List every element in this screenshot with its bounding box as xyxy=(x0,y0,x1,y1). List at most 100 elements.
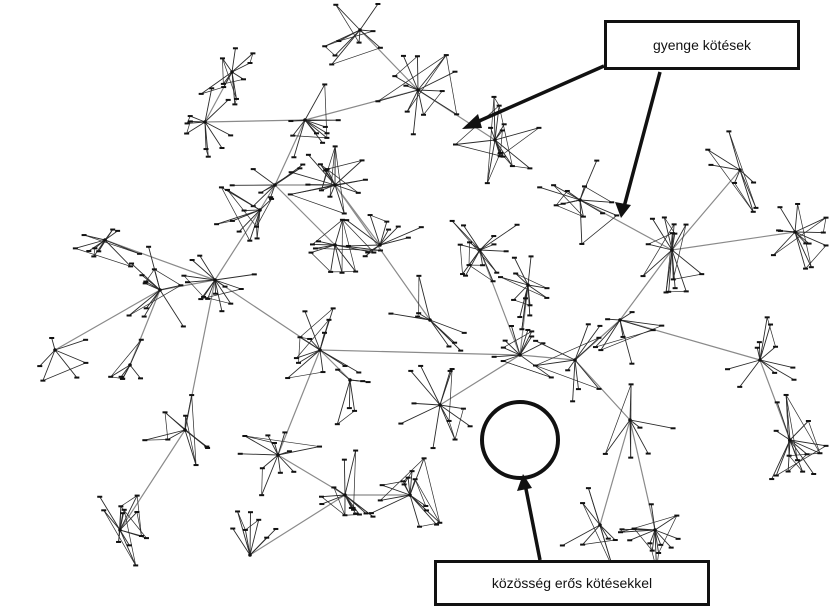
strong-tie-edge xyxy=(321,496,346,516)
strong-tie-edge xyxy=(287,349,321,379)
strong-tie-edge xyxy=(654,529,672,548)
strong-tie-edge xyxy=(794,203,799,233)
network-node xyxy=(180,325,186,328)
strong-tie-edge xyxy=(337,410,355,425)
network-node xyxy=(137,252,143,255)
network-node xyxy=(269,197,275,200)
network-node xyxy=(129,262,135,265)
strong-tie-edge xyxy=(338,30,374,42)
strong-tie-edge xyxy=(183,275,204,298)
strong-tie-edge xyxy=(553,184,581,201)
network-node xyxy=(418,226,424,229)
network-node xyxy=(335,119,341,122)
network-node xyxy=(750,210,756,213)
network-node xyxy=(628,456,634,459)
weak-tie-edge xyxy=(249,494,346,556)
strong-tie-edge xyxy=(400,404,441,424)
hub-node xyxy=(758,358,762,362)
network-node xyxy=(353,449,359,452)
network-node xyxy=(356,371,362,374)
strong-tie-edge xyxy=(259,198,272,211)
strong-tie-edge xyxy=(333,487,374,517)
network-node xyxy=(467,425,473,428)
strong-tie-edge xyxy=(39,349,56,367)
weak-tie-edge xyxy=(671,231,796,251)
strong-tie-edge xyxy=(739,169,754,183)
network-node xyxy=(342,364,348,367)
strong-tie-edge xyxy=(658,515,678,554)
network-node xyxy=(770,254,776,257)
strong-tie-edge xyxy=(204,121,231,136)
strong-tie-edge xyxy=(739,359,761,388)
strong-tie-edge xyxy=(200,279,216,300)
strong-tie-edge xyxy=(787,453,808,472)
network-node xyxy=(725,368,731,371)
strong-tie-edge xyxy=(353,450,356,510)
strong-tie-edge xyxy=(465,249,481,276)
network-node xyxy=(609,201,615,204)
strong-tie-edge xyxy=(654,515,678,531)
cluster xyxy=(308,218,383,274)
network-node xyxy=(320,371,326,374)
cluster xyxy=(97,494,149,567)
network-node xyxy=(288,120,294,123)
strong-tie-edge xyxy=(562,524,601,546)
network-node xyxy=(800,470,806,473)
cluster xyxy=(126,245,186,328)
strong-tie-edge xyxy=(256,209,261,227)
network-node xyxy=(596,387,602,390)
network-node xyxy=(291,156,297,159)
strong-tie-edge xyxy=(409,494,427,511)
network-node xyxy=(228,302,234,305)
network-node xyxy=(235,510,241,513)
network-node xyxy=(658,543,664,546)
network-node xyxy=(416,525,422,528)
strong-tie-edge xyxy=(789,439,815,475)
strong-tie-edge xyxy=(382,484,411,496)
network-node xyxy=(596,336,602,339)
network-node xyxy=(421,113,427,116)
strong-tie-edge xyxy=(319,349,324,373)
network-node xyxy=(286,450,292,453)
strong-tie-edge xyxy=(454,408,464,440)
network-node xyxy=(805,419,811,422)
network-node xyxy=(247,511,253,514)
strong-tie-edge xyxy=(104,239,131,267)
network-node xyxy=(648,503,654,506)
strong-tie-edge xyxy=(249,209,261,241)
strong-tie-edge xyxy=(380,458,425,501)
network-node xyxy=(353,270,359,273)
hub-node xyxy=(318,348,322,352)
network-node xyxy=(237,452,243,455)
network-node xyxy=(672,232,678,235)
network-node xyxy=(675,537,681,540)
strong-tie-edge xyxy=(789,439,808,455)
community-text: közösség erős kötésekkel xyxy=(491,575,653,591)
strong-tie-edge xyxy=(563,199,581,205)
strong-tie-edge xyxy=(620,529,656,533)
network-node xyxy=(214,223,220,226)
strong-tie-edge xyxy=(581,215,617,245)
network-node xyxy=(774,401,780,404)
strong-tie-edge xyxy=(535,359,576,366)
network-node xyxy=(437,521,443,524)
network-node xyxy=(480,264,486,267)
strong-tie-edge xyxy=(776,445,827,476)
strong-tie-edge xyxy=(204,121,209,157)
network-node xyxy=(527,167,533,170)
network-node xyxy=(768,323,774,326)
strong-tie-edge xyxy=(588,488,614,569)
network-node xyxy=(342,514,348,517)
strong-tie-edge xyxy=(334,244,343,273)
network-node xyxy=(277,471,283,474)
network-node xyxy=(754,346,760,349)
strong-tie-edge xyxy=(504,340,521,356)
cluster xyxy=(108,338,144,380)
strong-tie-edge xyxy=(785,394,798,461)
strong-tie-edge xyxy=(773,231,796,256)
strong-tie-edge xyxy=(515,273,548,289)
network-node xyxy=(490,280,496,283)
strong-tie-edge xyxy=(463,225,481,251)
network-node xyxy=(421,457,427,460)
strong-tie-edge xyxy=(186,121,206,134)
